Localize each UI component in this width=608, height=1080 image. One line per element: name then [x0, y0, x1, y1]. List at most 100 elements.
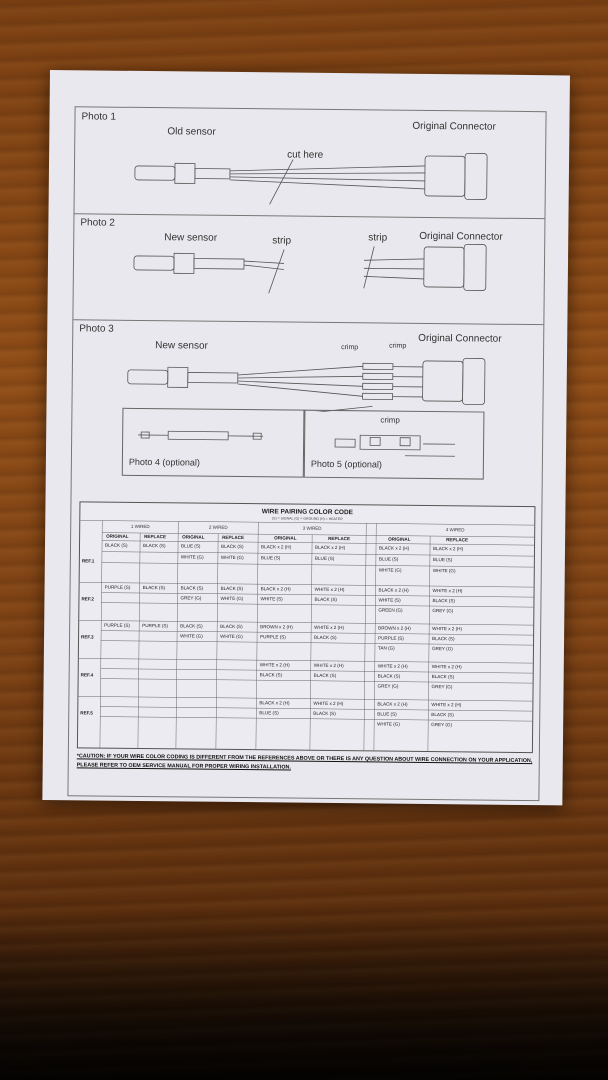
w3-r3-repl-b: BLACK (S) — [314, 634, 337, 641]
w4-r1-orig-a: BLACK x 2 (H) — [378, 545, 410, 551]
photo-2-panel: Photo 2 New sensor strip strip Original … — [73, 213, 545, 326]
w3-r2-orig-a: BLACK x 2 (H) — [260, 586, 291, 592]
w4-r1-orig-c: WHITE (G) — [378, 567, 402, 573]
w3-r1-repl-b: BLUE (S) — [314, 555, 335, 562]
w4-r1-orig-b: BLUE (S) — [378, 556, 399, 562]
w2-r2-orig-b: GREY (G) — [180, 595, 202, 601]
w2-r2-orig-a: BLACK (S) — [180, 585, 204, 591]
w2-original-header: ORIGINAL — [182, 534, 205, 540]
photo-5-box: crimp Photo 5 (optional) — [303, 409, 485, 480]
w3-r5-repl-a: WHITE x 2 (H) — [313, 700, 344, 707]
w3-original-header: ORIGINAL — [274, 535, 297, 541]
w1-original-header: ORIGINAL — [106, 533, 129, 539]
w4-r2-repl-a: WHITE x 2 (H) — [432, 588, 463, 594]
w4-r4-repl-b: BLACK (S) — [431, 674, 455, 680]
photo-5-label: Photo 5 (optional) — [310, 458, 382, 470]
w4-r5-orig-c: WHITE (G) — [377, 721, 400, 727]
photo-4-box: Photo 4 (optional) — [121, 407, 305, 478]
w4-r5-orig-a: BLACK x 2 (H) — [377, 701, 408, 707]
sensor-drawing-2 — [133, 243, 487, 294]
w4-r2-repl-b: BLACK (S) — [432, 598, 455, 604]
w4-r5-repl-c: GREY (G) — [431, 722, 453, 728]
w4-r2-orig-c: GREEN (G) — [378, 607, 403, 613]
w2-r1-orig-a: BLUE (S) — [180, 543, 201, 549]
w1-r2-repl: BLACK (S) — [142, 584, 166, 591]
w2-r3-orig-a: BLACK (S) — [180, 623, 203, 629]
w4-r5-repl-b: BLACK (S) — [431, 712, 454, 718]
w1-r3-repl: PURPLE (S) — [142, 622, 169, 629]
w4-r4-repl-a: WHITE x 2 (H) — [431, 664, 462, 670]
w4-r3-repl-c: GREY (G) — [431, 646, 453, 652]
w2-replace-header: REPLACE — [222, 534, 245, 541]
w3-replace-header: REPLACE — [328, 535, 351, 542]
sensor-drawing-1 — [134, 152, 488, 205]
ref-3-label: REF.3 — [81, 634, 94, 640]
sensor-drawing-3 — [127, 357, 486, 415]
w4-r4-repl-c: GREY (G) — [431, 684, 453, 690]
w3-r4-orig-b: BLACK (S) — [259, 672, 283, 678]
crimp-drawing — [334, 434, 456, 457]
ref-5-label: REF.5 — [80, 710, 93, 716]
w4-r4-orig-a: WHITE x 2 (H) — [377, 663, 408, 669]
photo-1-panel: Photo 1 Old sensor cut here Original Con… — [74, 107, 546, 220]
w2-r3-repl-b: WHITE (G) — [220, 633, 243, 640]
w3-r1-orig-b: BLUE (S) — [260, 555, 281, 561]
w2-r1-repl-a: BLACK (S) — [220, 543, 244, 550]
w2-r3-repl-a: BLACK (S) — [220, 623, 243, 630]
w4-r2-repl-c: GREY (G) — [432, 608, 454, 614]
instruction-sheet: Photo 1 Old sensor cut here Original Con… — [42, 70, 570, 806]
ref-4-label: REF.4 — [80, 672, 94, 678]
w4-r3-repl-b: BLACK (S) — [432, 636, 455, 642]
w4-r2-orig-b: WHITE (S) — [378, 597, 401, 603]
w4-r5-orig-b: BLUE (S) — [377, 711, 397, 717]
w1-r2-orig: PURPLE (S) — [104, 584, 131, 590]
ref-1-label: REF.1 — [81, 558, 95, 564]
sheet-frame: Photo 1 Old sensor cut here Original Con… — [67, 106, 547, 802]
w1-r3-orig: PURPLE (S) — [104, 622, 131, 628]
group-1-wired: 1 WIRED — [130, 523, 150, 530]
w3-r4-repl-a: WHITE x 2 (H) — [313, 662, 344, 669]
w3-r2-repl-a: WHITE x 2 (H) — [314, 586, 345, 593]
w4-replace-header: REPLACE — [446, 537, 469, 543]
w3-r5-orig-a: BLACK x 2 (H) — [259, 700, 290, 706]
w4-r1-repl-c: WHITE (G) — [432, 568, 456, 574]
w4-r1-repl-a: BLACK x 2 (H) — [432, 546, 464, 552]
w3-r4-orig-a: WHITE x 2 (H) — [259, 662, 290, 668]
w3-r3-orig-b: PURPLE (S) — [260, 634, 286, 640]
w4-r2-orig-a: BLACK x 2 (H) — [378, 587, 409, 593]
w2-r3-orig-b: WHITE (G) — [180, 633, 203, 639]
group-2-wired: 2 WIRED — [208, 524, 228, 530]
w2-r2-repl-b: WHITE (G) — [220, 595, 244, 602]
photo-3-panel: Photo 3 New sensor crimp crimp Original … — [72, 319, 544, 492]
w3-r4-repl-b: BLACK (S) — [313, 672, 337, 679]
w2-r1-repl-b: WHITE (G) — [220, 554, 244, 561]
w4-r4-orig-b: BLACK (S) — [377, 673, 401, 679]
w3-r1-repl-a: BLACK x 2 (H) — [314, 544, 346, 551]
w3-r3-repl-a: WHITE x 2 (H) — [314, 624, 345, 631]
wire-pairing-table: WIRE PAIRING COLOR CODE (S) = SIGNAL (G)… — [76, 501, 536, 754]
w3-r2-orig-b: WHITE (S) — [260, 596, 283, 602]
caution-note: *CAUTION: IF YOUR WIRE COLOR CODING IS D… — [76, 753, 533, 771]
w4-r3-orig-a: BROWN x 2 (H) — [378, 625, 411, 631]
w4-r3-repl-a: WHITE x 2 (H) — [432, 626, 463, 632]
w2-r1-orig-b: WHITE (G) — [180, 554, 204, 560]
w1-r1-repl: BLACK (S) — [142, 543, 166, 549]
w3-r2-repl-b: BLACK (S) — [314, 596, 337, 603]
w4-r3-orig-b: PURPLE (S) — [378, 635, 404, 641]
w1-r1-orig: BLACK (S) — [105, 542, 128, 548]
w4-original-header: ORIGINAL — [388, 536, 411, 542]
w3-r3-orig-a: BROWN x 2 (H) — [260, 624, 293, 630]
photo-4-label: Photo 4 (optional) — [128, 456, 200, 468]
w4-r3-orig-c: TAN (G) — [377, 645, 395, 651]
w3-r1-orig-a: BLACK x 2 (H) — [260, 544, 292, 550]
ref-2-label: REF.2 — [81, 596, 95, 602]
w4-r1-repl-b: BLUE (S) — [432, 557, 453, 563]
crimp-label-5: crimp — [380, 415, 400, 425]
w1-replace-header: REPLACE — [144, 534, 167, 540]
w4-r5-repl-a: WHITE x 2 (H) — [431, 702, 462, 708]
bottom-shadow — [0, 900, 608, 1080]
heat-shrink-drawing — [138, 430, 264, 441]
table-grid — [78, 520, 535, 751]
w4-r4-orig-c: GREY (G) — [377, 683, 399, 689]
w2-r2-repl-a: BLACK (S) — [220, 585, 244, 592]
